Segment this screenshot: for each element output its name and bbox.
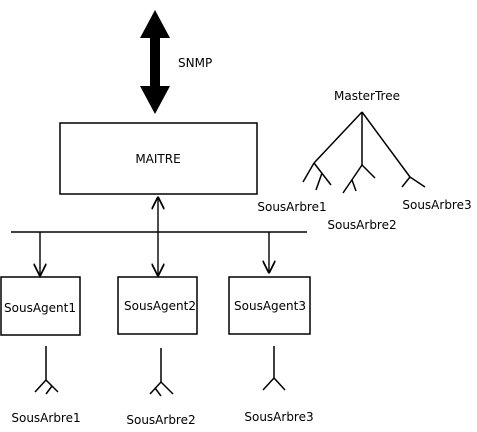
snmp-double-arrow (140, 10, 170, 114)
master-tree-title: MasterTree (334, 89, 400, 103)
master-box (59, 122, 258, 195)
agent-box-2 (117, 276, 198, 335)
agent-label-1: SousAgent1 (4, 301, 76, 315)
agent-subtree-label-3: SousArbre3 (244, 410, 313, 424)
master-tree-branch-label-3: SousArbre3 (402, 198, 471, 212)
master-tree-branch-label-2: SousArbre2 (327, 218, 396, 232)
agent-label-3: SousAgent3 (234, 299, 306, 313)
master-tree-icon (302, 111, 426, 194)
agent-subtree-label-1: SousArbre1 (11, 411, 80, 425)
agent-subtree-label-2: SousArbre2 (126, 413, 195, 427)
subtree-icon-3 (262, 346, 286, 391)
subtree-icon-1 (34, 346, 59, 395)
subtree-icon-2 (149, 348, 174, 397)
master-tree-branch-label-1: SousArbre1 (257, 200, 326, 214)
master-label: MAITRE (135, 152, 180, 166)
agent-box-1 (0, 276, 81, 336)
agent-box-3 (228, 276, 311, 335)
agent-label-2: SousAgent2 (124, 299, 196, 313)
snmp-label: SNMP (178, 56, 212, 70)
